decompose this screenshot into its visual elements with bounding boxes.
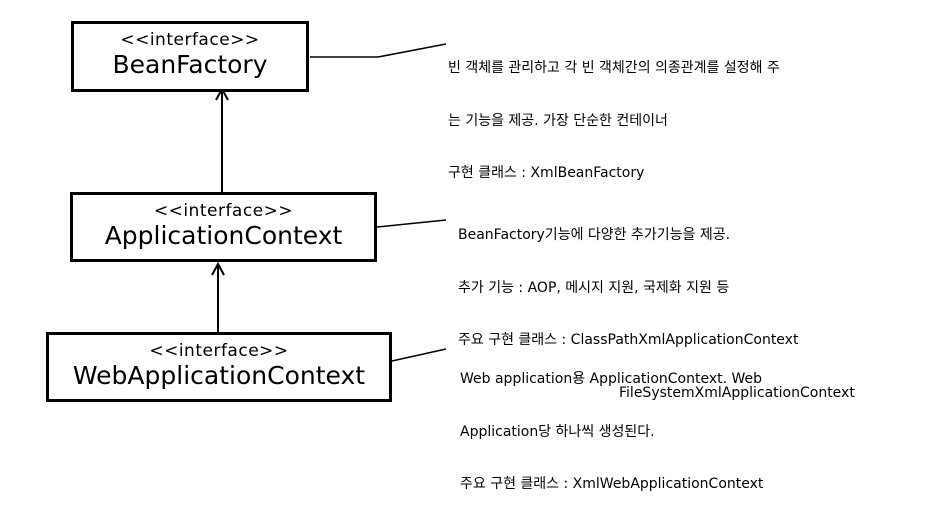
webapplicationcontext-name: WebApplicationContext xyxy=(72,361,366,390)
note-line: 추가 기능 : AOP, 메시지 지원, 국제화 지원 등 xyxy=(458,279,730,296)
applicationcontext-stereotype: <<interface>> xyxy=(153,201,294,221)
note-line: 는 기능을 제공. 가장 단순한 컨테이너 xyxy=(448,112,668,129)
arrowhead-applicationcontext xyxy=(211,261,225,276)
webapplicationcontext-stereotype: <<interface>> xyxy=(149,341,289,361)
beanfactory-interface-box: <<interface>> BeanFactory xyxy=(71,21,309,92)
note-line: 빈 객체를 관리하고 각 빈 객체간의 의종관계를 설정해 주 xyxy=(448,60,780,76)
beanfactory-note: 빈 객체를 관리하고 각 빈 객체간의 의종관계를 설정해 주 는 기능을 제공… xyxy=(448,25,780,218)
note-line: Application당 하나씩 생성된다. xyxy=(460,423,655,440)
note-line: BeanFactory기능에 다양한 추가기능을 제공. xyxy=(458,227,731,243)
note-line: 구현 클래스 : XmlBeanFactory xyxy=(448,165,645,181)
note-line: 주요 구현 클래스 : ClassPathXmlApplicationConte… xyxy=(458,332,799,348)
class-hierarchy-diagram: <<interface>> BeanFactory <<interface>> … xyxy=(46,21,855,492)
applicationcontext-interface-box: <<interface>> ApplicationContext xyxy=(70,192,377,262)
note-line: Web application용 ApplicationContext. Web xyxy=(460,371,763,387)
connector-layer xyxy=(211,43,447,362)
note-connector-webapplicationcontext xyxy=(391,348,447,362)
webapplicationcontext-interface-box: <<interface>> WebApplicationContext xyxy=(46,332,392,402)
note-connector-applicationcontext xyxy=(376,219,447,228)
beanfactory-stereotype: <<interface>> xyxy=(120,30,260,50)
webapplicationcontext-note: Web application용 ApplicationContext. Web… xyxy=(460,336,763,529)
note-line: FileSystemXmlApplicationContext xyxy=(619,384,855,401)
note-line: 주요 구현 클래스 : XmlWebApplicationContext xyxy=(460,476,764,492)
beanfactory-name: BeanFactory xyxy=(112,50,268,79)
applicationcontext-note: BeanFactory기능에 다양한 추가기능을 제공. 추가 기능 : AOP… xyxy=(458,192,855,437)
applicationcontext-name: ApplicationContext xyxy=(104,221,343,250)
